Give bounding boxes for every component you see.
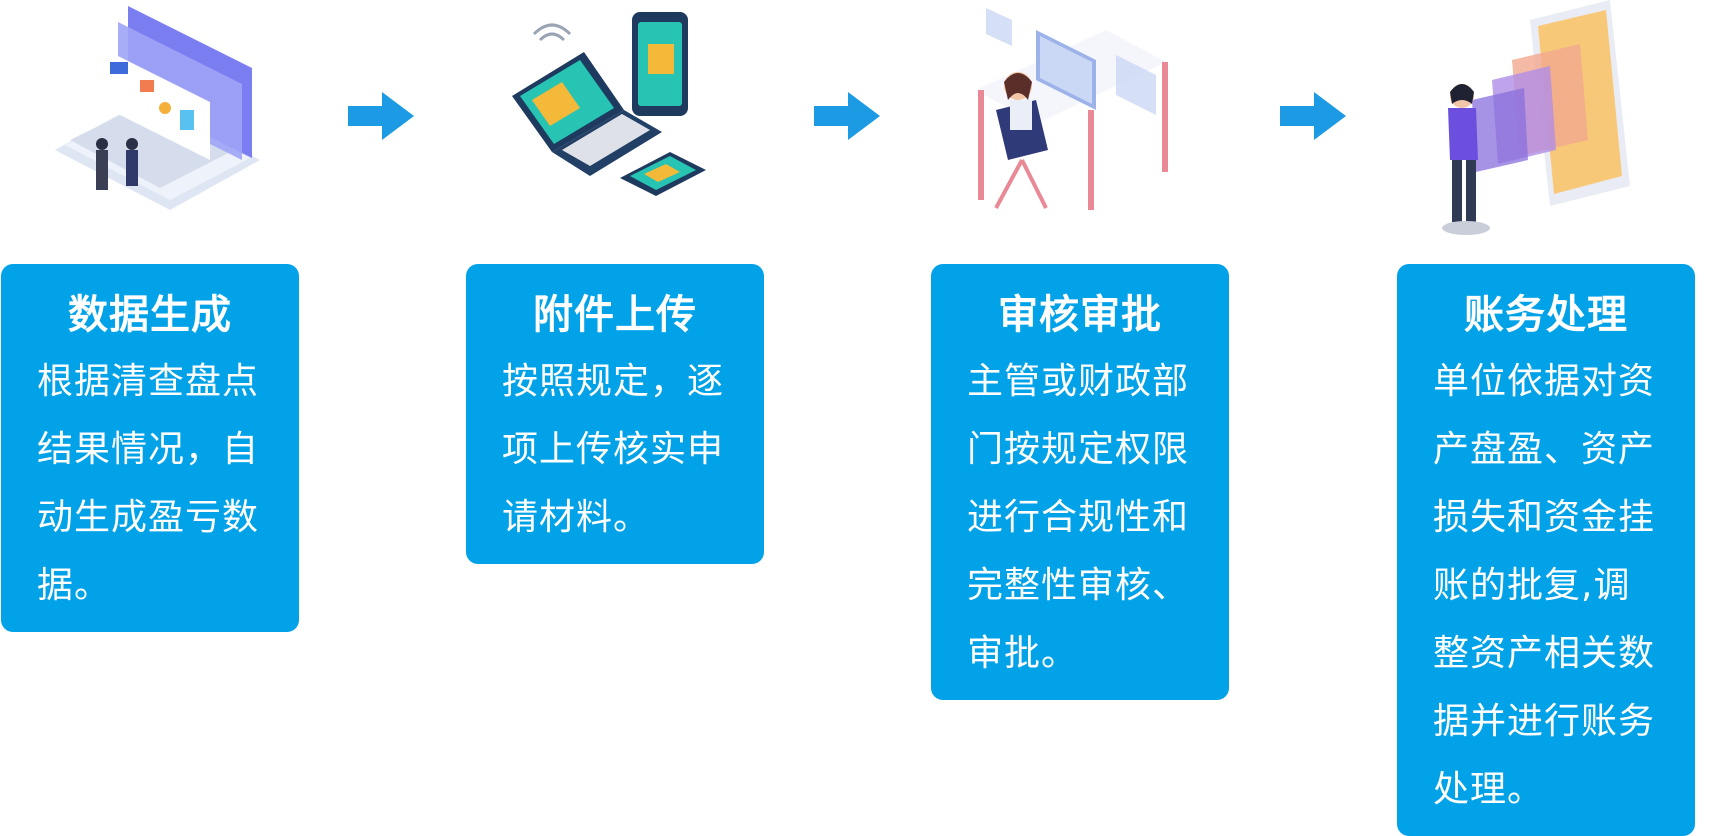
arrow-right-icon — [814, 92, 880, 140]
arrow-right-icon — [1280, 92, 1346, 140]
devices-illustration — [492, 0, 792, 240]
step-title: 附件上传 — [533, 292, 697, 338]
step-description: 单位依据对资产盘盈、资产损失和资金挂账的批复,调整资产相关数据并进行账务处理。 — [1433, 361, 1656, 810]
step-description: 主管或财政部门按规定权限进行合规性和完整性审核、审批。 — [967, 361, 1190, 674]
phone-finance-illustration — [1420, 0, 1720, 240]
office-desk-illustration — [956, 0, 1256, 240]
step-description: 根据清查盘点结果情况，自动生成盈亏数据。 — [37, 361, 260, 606]
step-card-accounting: 账务处理 单位依据对资产盘盈、资产损失和资金挂账的批复,调整资产相关数据并进行账… — [1397, 264, 1695, 836]
step-card-data-generation: 数据生成 根据清查盘点结果情况，自动生成盈亏数据。 — [1, 264, 299, 632]
step-card-review-approval: 审核审批 主管或财政部门按规定权限进行合规性和完整性审核、审批。 — [931, 264, 1229, 700]
step-card-attachment-upload: 附件上传 按照规定，逐项上传核实申请材料。 — [466, 264, 764, 564]
laptop-dashboard-illustration — [10, 0, 310, 240]
step-title: 审核审批 — [998, 292, 1162, 338]
arrow-right-icon — [348, 92, 414, 140]
step-description: 按照规定，逐项上传核实申请材料。 — [502, 361, 725, 538]
step-title: 账务处理 — [1464, 292, 1628, 338]
step-title: 数据生成 — [68, 292, 232, 338]
